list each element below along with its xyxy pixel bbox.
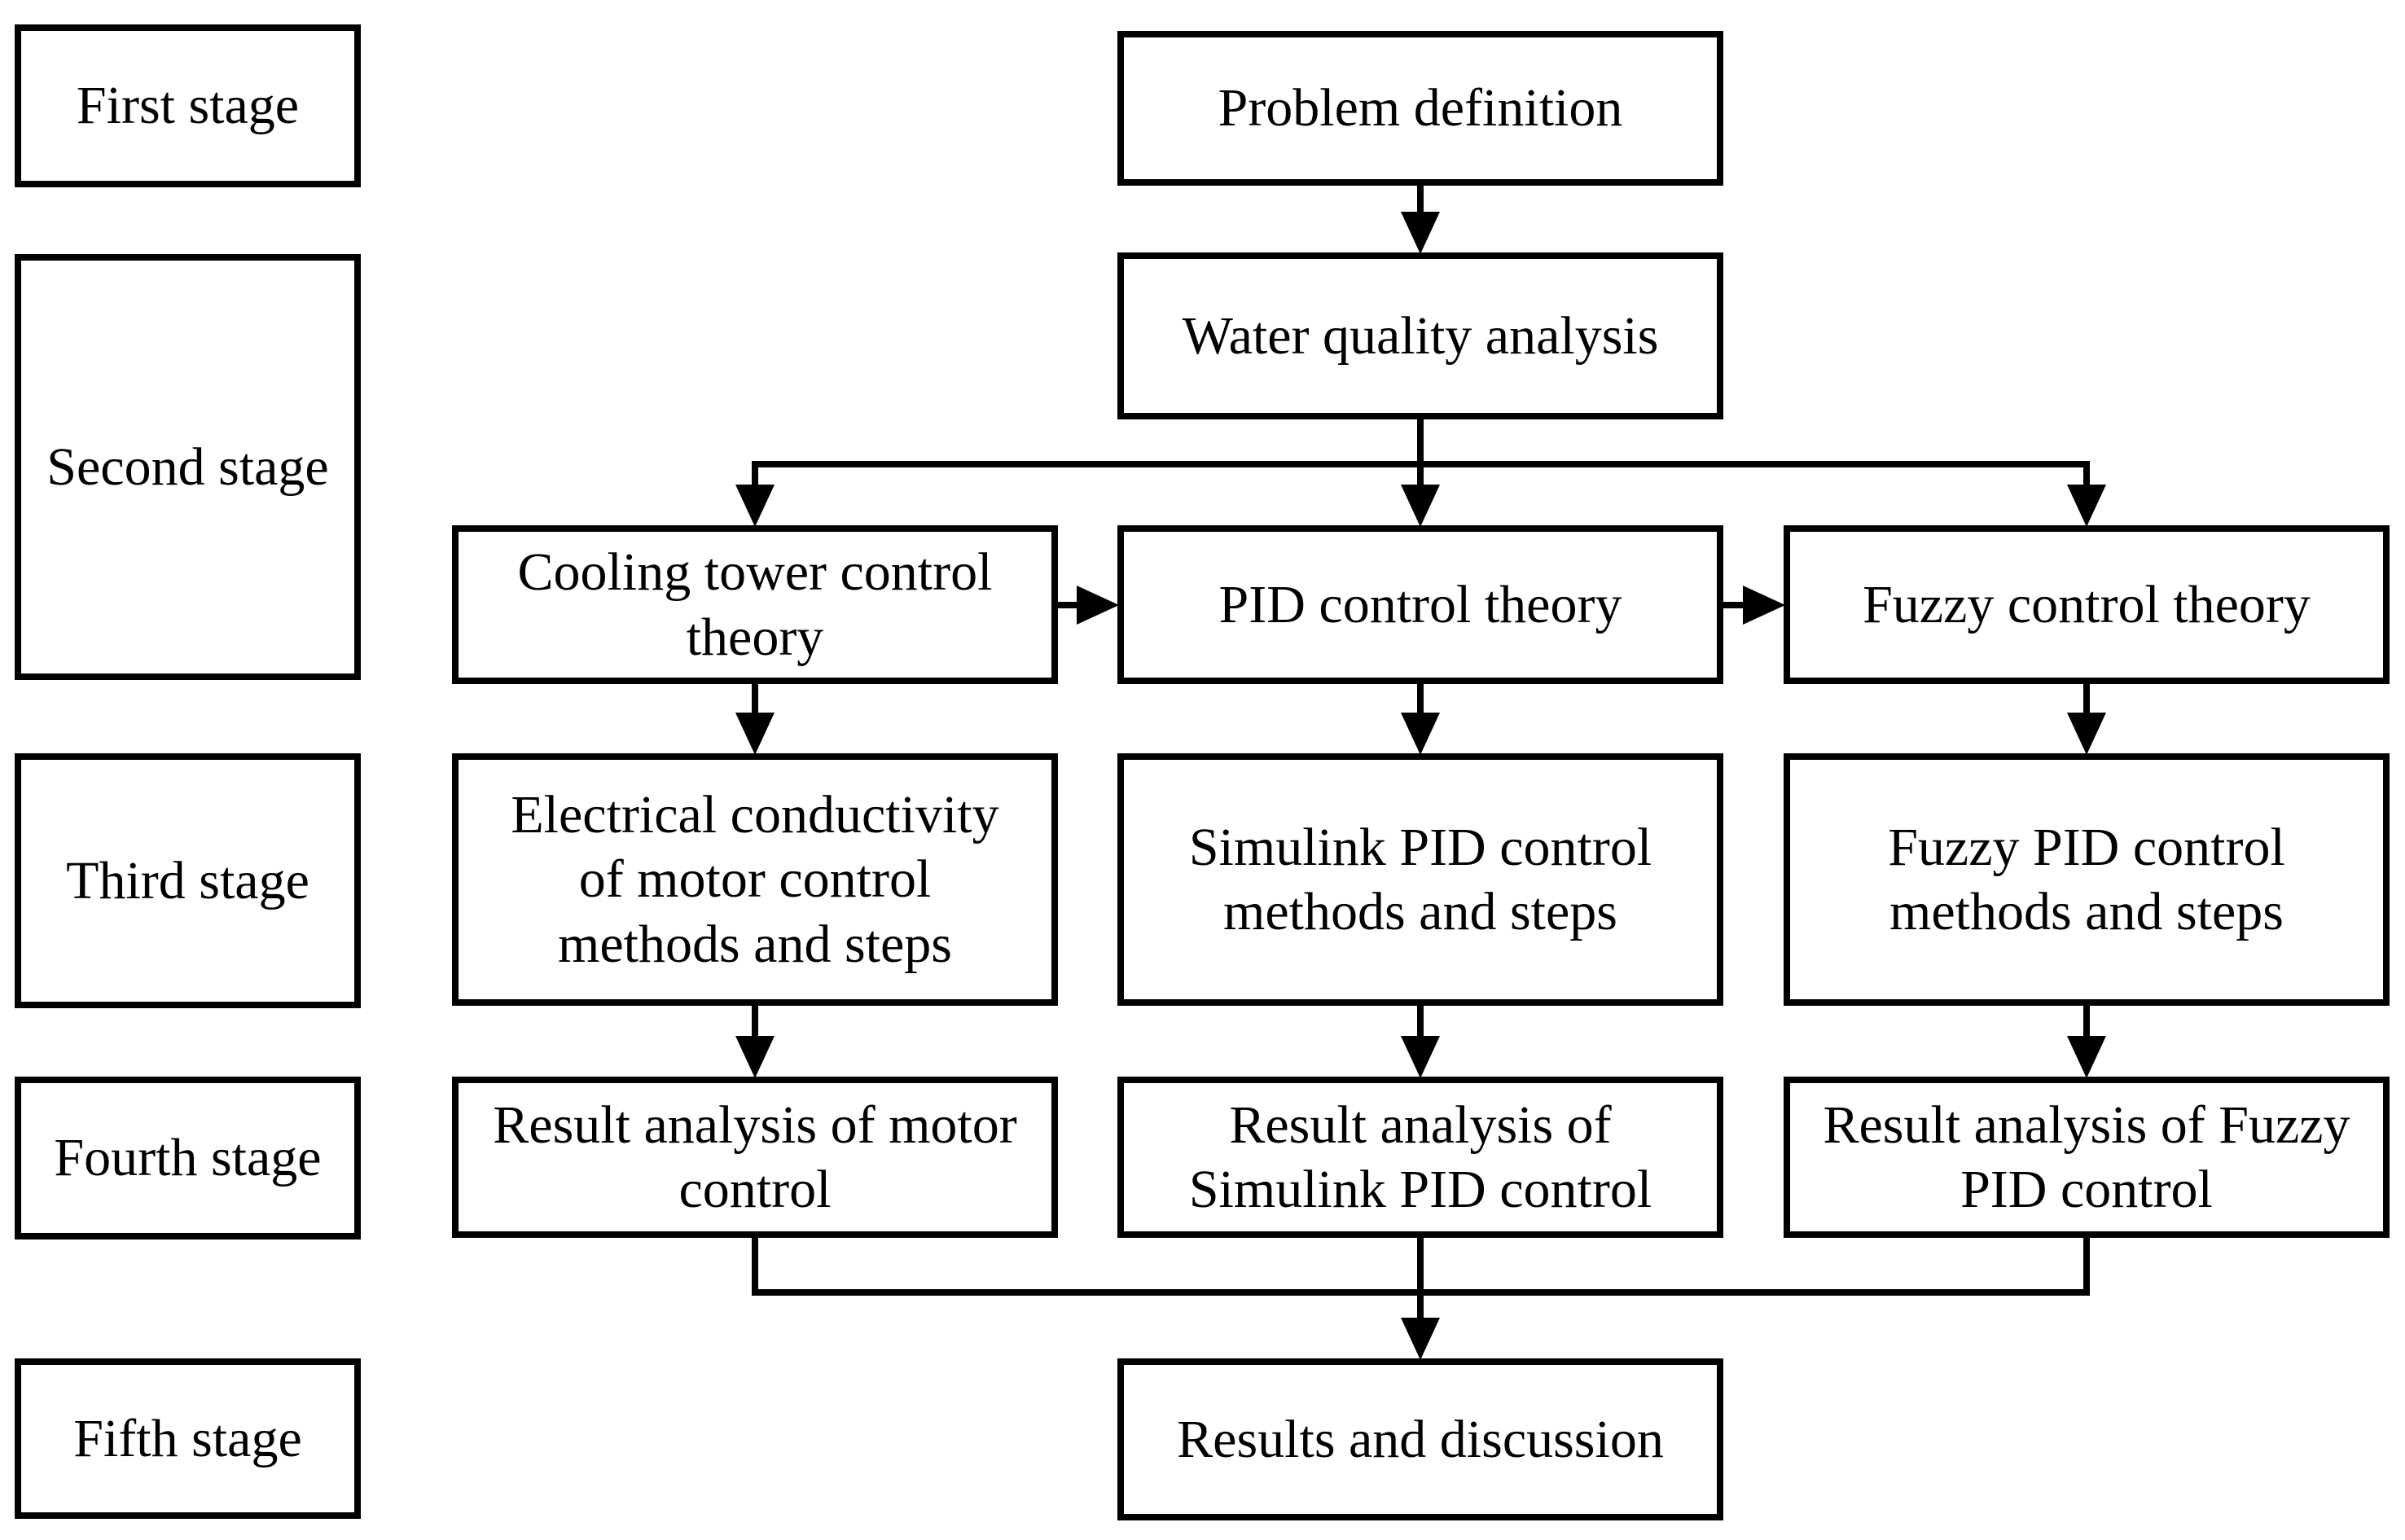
node-result-analysis-fuzzy: Result analysis of Fuzzy PID control	[1784, 1077, 2390, 1238]
edge-results-merge	[752, 1238, 2090, 1360]
edge-cooling-to-electrical	[735, 684, 775, 755]
edge-pid-to-fuzzy	[1723, 586, 1785, 625]
edge-water-to-pid	[1401, 467, 1440, 527]
node-water-quality-analysis: Water quality analysis	[1117, 252, 1723, 419]
node-fuzzy-control-theory: Fuzzy control theory	[1784, 525, 2390, 684]
stage-label-fourth: Fourth stage	[15, 1077, 361, 1239]
node-cooling-tower-control-theory: Cooling tower control theory	[452, 525, 1058, 684]
edge-simulink-to-resultsimulink	[1401, 1006, 1440, 1078]
edge-fuzzypid-to-resultfuzzy	[2067, 1006, 2106, 1078]
node-problem-definition: Problem definition	[1117, 31, 1723, 186]
edge-problem-to-water	[1401, 186, 1440, 254]
node-electrical-conductivity-methods: Electrical conductivity of motor control…	[452, 753, 1058, 1006]
edge-electrical-to-resultmotor	[735, 1006, 775, 1078]
edge-fuzzy-to-fuzzypid	[2067, 684, 2106, 755]
edge-water-to-cooling	[735, 461, 775, 527]
node-result-analysis-motor: Result analysis of motor control	[452, 1077, 1058, 1238]
node-result-analysis-simulink: Result analysis of Simulink PID control	[1117, 1077, 1723, 1238]
node-pid-control-theory: PID control theory	[1117, 525, 1723, 684]
edge-water-branch	[752, 419, 2090, 467]
edge-water-to-fuzzy	[2067, 461, 2106, 527]
stage-label-second: Second stage	[15, 254, 361, 680]
node-fuzzy-pid-methods: Fuzzy PID control methods and steps	[1784, 753, 2390, 1006]
node-simulink-pid-methods: Simulink PID control methods and steps	[1117, 753, 1723, 1006]
node-results-and-discussion: Results and discussion	[1117, 1358, 1723, 1520]
edge-pid-to-simulink	[1401, 684, 1440, 755]
stage-label-first: First stage	[15, 24, 361, 187]
stage-label-fifth: Fifth stage	[15, 1358, 361, 1519]
stage-label-third: Third stage	[15, 753, 361, 1008]
edge-cooling-to-pid	[1058, 586, 1119, 625]
